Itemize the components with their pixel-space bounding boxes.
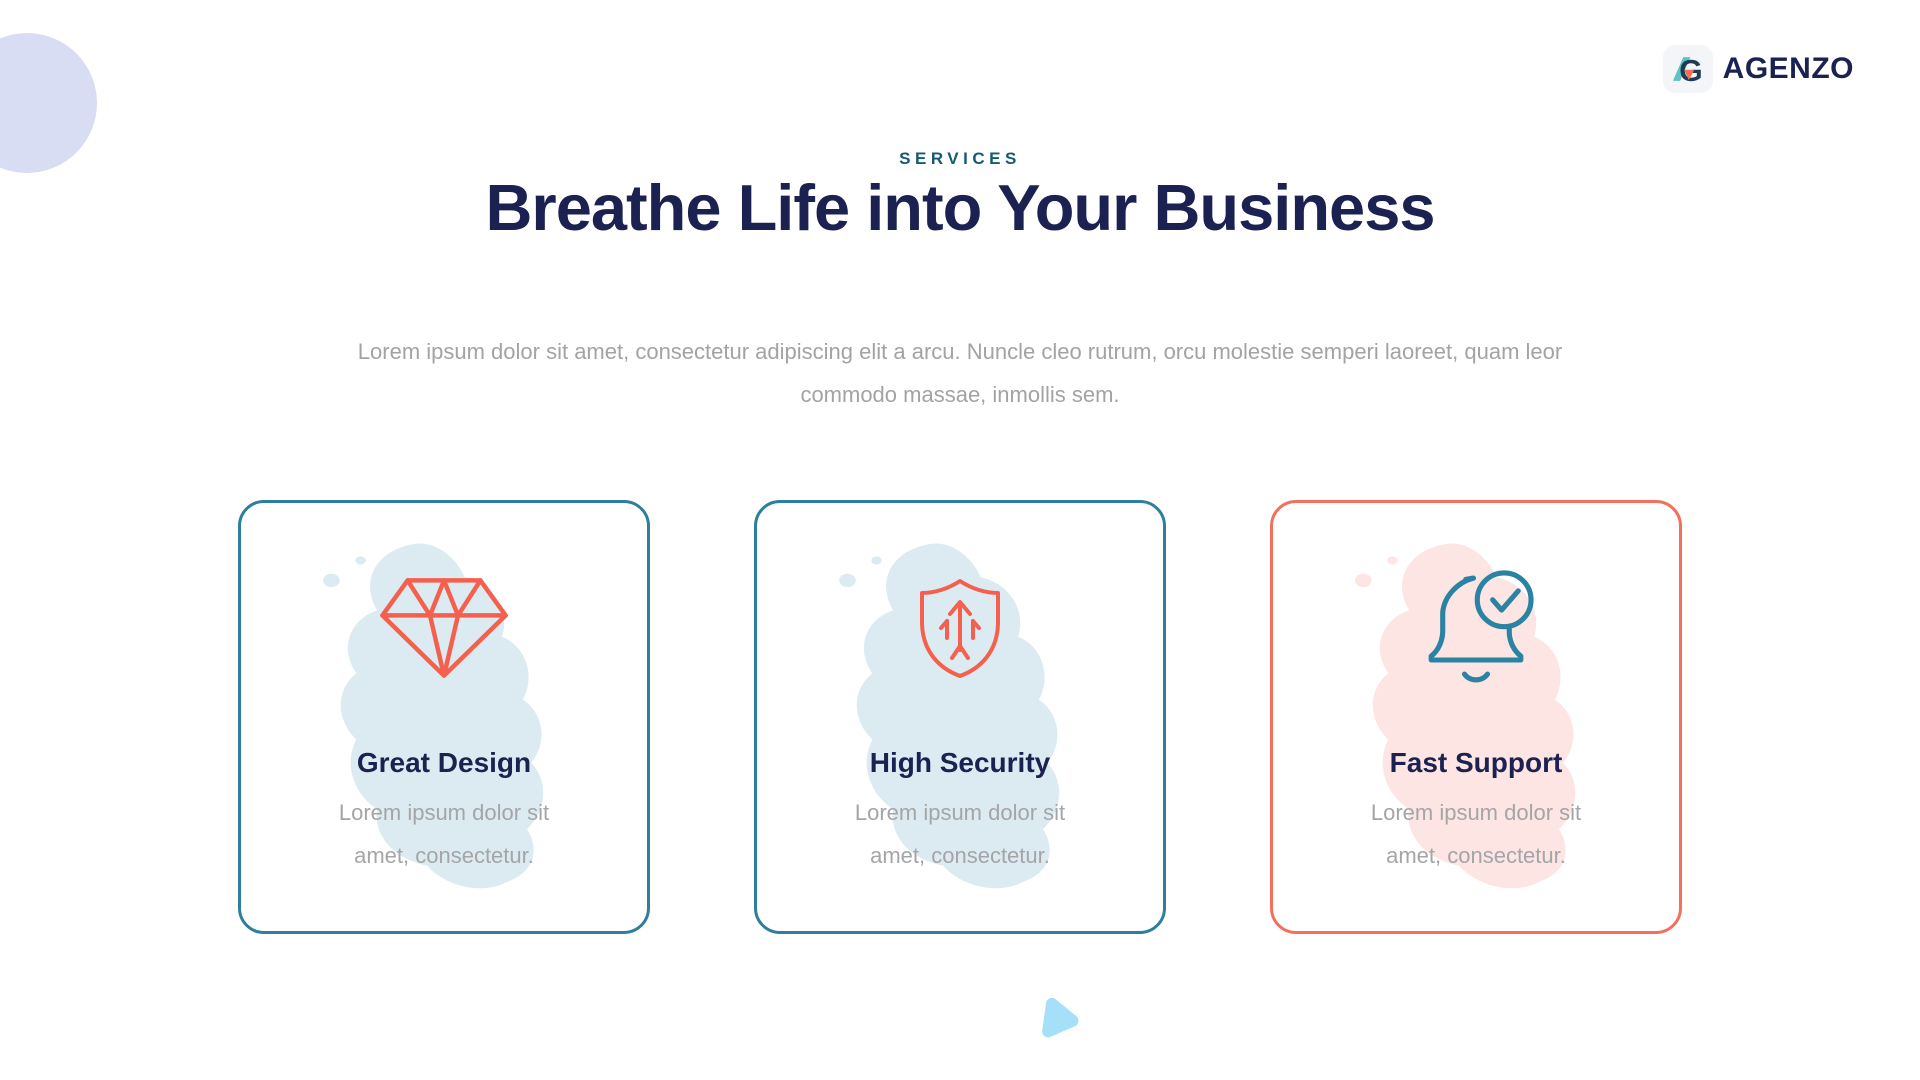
card-high-security: High Security Lorem ipsum dolor sit amet… — [754, 500, 1166, 934]
card-body-line-2: amet, consectetur. — [354, 843, 534, 868]
agenzo-logo-icon: G — [1662, 45, 1713, 93]
section-eyebrow: SERVICES — [899, 149, 1021, 168]
card-body-line-2: amet, consectetur. — [1386, 843, 1566, 868]
card-title: Fast Support — [1389, 747, 1563, 778]
card-body-line-2: amet, consectetur. — [870, 843, 1050, 868]
card-body-line-1: Lorem ipsum dolor sit — [1370, 800, 1582, 825]
section-subtitle: Lorem ipsum dolor sit amet, consectetur … — [0, 330, 1920, 416]
card-body-line-1: Lorem ipsum dolor sit — [338, 800, 550, 825]
section-title: Breathe Life into Your Business — [485, 171, 1435, 244]
brush-stroke-decor — [1355, 543, 1576, 889]
decor-triangle — [1033, 993, 1087, 1045]
diamond-icon — [380, 578, 508, 678]
subtitle-line-2: commodo massae, inmollis sem. — [800, 382, 1120, 407]
card-fast-support: Fast Support Lorem ipsum dolor sit amet,… — [1270, 500, 1682, 934]
shield-arrows-icon — [920, 579, 1000, 678]
card-body-line-1: Lorem ipsum dolor sit — [854, 800, 1066, 825]
service-cards: Great Design Lorem ipsum dolor sit amet,… — [0, 500, 1920, 934]
brush-stroke-decor — [839, 543, 1060, 889]
card-body: Lorem ipsum dolor sit amet, consectetur. — [1273, 791, 1679, 877]
logo-wedge-shape — [1683, 69, 1694, 81]
bell-check-icon — [1428, 570, 1534, 683]
card-body: Lorem ipsum dolor sit amet, consectetur. — [757, 791, 1163, 877]
card-title: Great Design — [356, 747, 532, 778]
subtitle-line-1: Lorem ipsum dolor sit amet, consectetur … — [357, 339, 1563, 364]
logo-caret-shape — [1672, 57, 1691, 81]
logo[interactable]: G AGENZO — [1662, 45, 1854, 93]
card-title: High Security — [869, 747, 1051, 778]
card-great-design: Great Design Lorem ipsum dolor sit amet,… — [238, 500, 650, 934]
logo-wordmark: AGENZO — [1722, 52, 1854, 85]
card-body: Lorem ipsum dolor sit amet, consectetur. — [241, 791, 647, 877]
